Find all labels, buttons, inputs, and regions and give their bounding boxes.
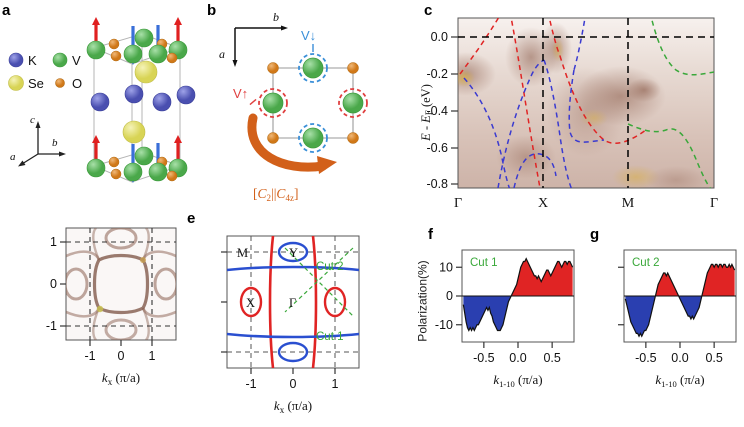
panel-c-label: c — [424, 2, 433, 19]
panel-e: e M Y X Γ C — [185, 210, 420, 420]
svg-text:O: O — [72, 76, 82, 91]
panel-b-label: b — [207, 2, 217, 19]
svg-text:-0.4: -0.4 — [426, 104, 448, 118]
svg-text:0: 0 — [118, 349, 125, 363]
svg-text:V↓: V↓ — [301, 28, 316, 43]
svg-text:-0.6: -0.6 — [426, 141, 448, 155]
panel-c-plot: 0.0 -0.2 -0.4 -0.6 -0.8 Γ X M Γ — [426, 17, 718, 211]
svg-text:b: b — [52, 137, 58, 149]
panel-d-xlabel-text: kx (π/a) — [102, 370, 140, 387]
panel-a-legend: K V Se O — [8, 52, 82, 91]
svg-text:0.5: 0.5 — [543, 351, 560, 365]
svg-text:0: 0 — [290, 377, 297, 391]
svg-text:10: 10 — [439, 260, 453, 274]
panel-d: 1 0 -1 -1 0 1 kx (π/a) — [0, 222, 185, 420]
svg-text:Se: Se — [28, 76, 44, 91]
svg-text:a: a — [219, 47, 225, 61]
panel-e-xlabel-text: kx (π/a) — [274, 398, 312, 415]
svg-text:1: 1 — [50, 235, 57, 249]
svg-text:Γ: Γ — [710, 196, 718, 211]
svg-text:-1: -1 — [46, 319, 57, 333]
svg-text:Cut 2: Cut 2 — [316, 261, 344, 273]
panel-b: b b a V↓ V↑ — [205, 0, 420, 215]
svg-text:-0.5: -0.5 — [473, 351, 495, 365]
panel-e-label: e — [187, 210, 196, 227]
svg-text:Cut 2: Cut 2 — [632, 257, 660, 269]
symmetry-label-text: [C2||C4z] — [253, 186, 298, 203]
panel-a-label: a — [2, 2, 11, 19]
svg-text:k1-10 (π/a): k1-10 (π/a) — [493, 372, 542, 389]
svg-text:Y: Y — [289, 246, 298, 260]
panel-a-axis-triad: c b a — [10, 114, 66, 167]
svg-text:Γ: Γ — [289, 296, 296, 310]
svg-text:0.0: 0.0 — [671, 351, 688, 365]
svg-text:a: a — [10, 151, 16, 163]
svg-text:V: V — [72, 53, 81, 68]
svg-text:Cut 1: Cut 1 — [316, 331, 344, 343]
svg-text:-1: -1 — [245, 377, 256, 391]
panel-b-lattice: b a V↓ V↑ — [219, 10, 368, 203]
svg-text:X: X — [538, 196, 548, 211]
svg-text:X: X — [246, 296, 255, 310]
panel-g-label: g — [590, 226, 600, 243]
svg-text:0.5: 0.5 — [705, 351, 722, 365]
svg-text:-1: -1 — [84, 349, 95, 363]
svg-text:0: 0 — [50, 277, 57, 291]
svg-text:-10: -10 — [435, 318, 453, 332]
svg-text:0.0: 0.0 — [431, 30, 448, 44]
svg-text:k1-10 (π/a): k1-10 (π/a) — [655, 372, 704, 389]
panel-d-plot: 1 0 -1 -1 0 1 kx (π/a) — [46, 227, 177, 387]
svg-text:Γ: Γ — [454, 196, 462, 211]
panel-c: c E - EF (eV) — [419, 0, 744, 225]
panel-g-plot: Cut 2 -0.5 0.0 0.5k1-10 (π/a) — [618, 249, 737, 389]
panel-e-plot: M Y X Γ Cut 2 Cut 1 -1 0 1 kx (π/a) — [221, 235, 360, 415]
svg-text:0.0: 0.0 — [509, 351, 526, 365]
svg-text:-0.8: -0.8 — [426, 177, 448, 191]
crystal-structure — [86, 17, 196, 183]
svg-text:M: M — [622, 196, 635, 211]
svg-text:1: 1 — [149, 349, 156, 363]
panel-a: a K V Se O c b a — [0, 0, 200, 210]
svg-text:K: K — [28, 53, 37, 68]
svg-text:0: 0 — [446, 289, 453, 303]
svg-text:b: b — [273, 10, 279, 24]
svg-text:Cut 1: Cut 1 — [470, 257, 498, 269]
svg-text:-0.2: -0.2 — [426, 67, 448, 81]
panel-f-label: f — [428, 226, 433, 243]
panel-f-plot: Cut 1 10 0 -10 -0.5 0.0 0.5k1-10 (π/a) — [435, 249, 575, 389]
svg-text:M: M — [237, 246, 248, 260]
svg-text:V↑: V↑ — [233, 86, 248, 101]
svg-text:c: c — [30, 114, 35, 126]
svg-text:1: 1 — [332, 377, 339, 391]
svg-text:-0.5: -0.5 — [635, 351, 657, 365]
